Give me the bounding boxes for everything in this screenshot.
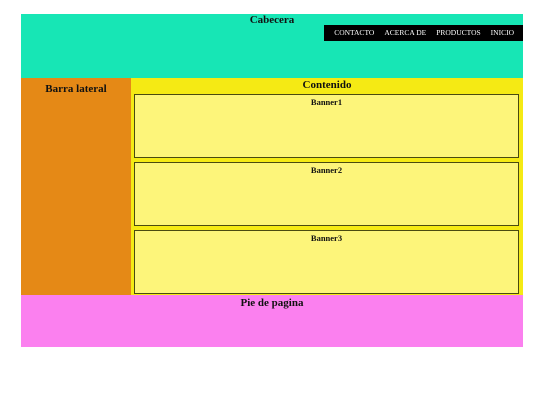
page-layout: Cabecera CONTACTO ACERCA DE PRODUCTOS IN…: [21, 14, 523, 347]
header: Cabecera CONTACTO ACERCA DE PRODUCTOS IN…: [21, 14, 523, 78]
banner-1: Banner1: [134, 94, 519, 158]
sidebar-title: Barra lateral: [45, 83, 107, 95]
nav-link-contacto[interactable]: CONTACTO: [334, 28, 375, 37]
nav-link-inicio[interactable]: INICIO: [490, 28, 514, 37]
footer-title: Pie de pagina: [240, 297, 304, 309]
banner-label: Banner1: [310, 97, 343, 107]
content-title: Contenido: [302, 79, 352, 91]
banner-label: Banner3: [310, 233, 343, 243]
nav-link-acerca-de[interactable]: ACERCA DE: [384, 28, 427, 37]
footer: Pie de pagina: [21, 295, 523, 347]
nav-bar: CONTACTO ACERCA DE PRODUCTOS INICIO: [324, 25, 523, 41]
banner-3: Banner3: [134, 230, 519, 294]
banner-label: Banner2: [310, 165, 343, 175]
sidebar: Barra lateral: [21, 78, 131, 295]
nav-link-productos[interactable]: PRODUCTOS: [436, 28, 481, 37]
header-title: Cabecera: [249, 14, 295, 26]
content-area: Contenido Banner1 Banner2 Banner3: [131, 78, 523, 295]
banner-2: Banner2: [134, 162, 519, 226]
